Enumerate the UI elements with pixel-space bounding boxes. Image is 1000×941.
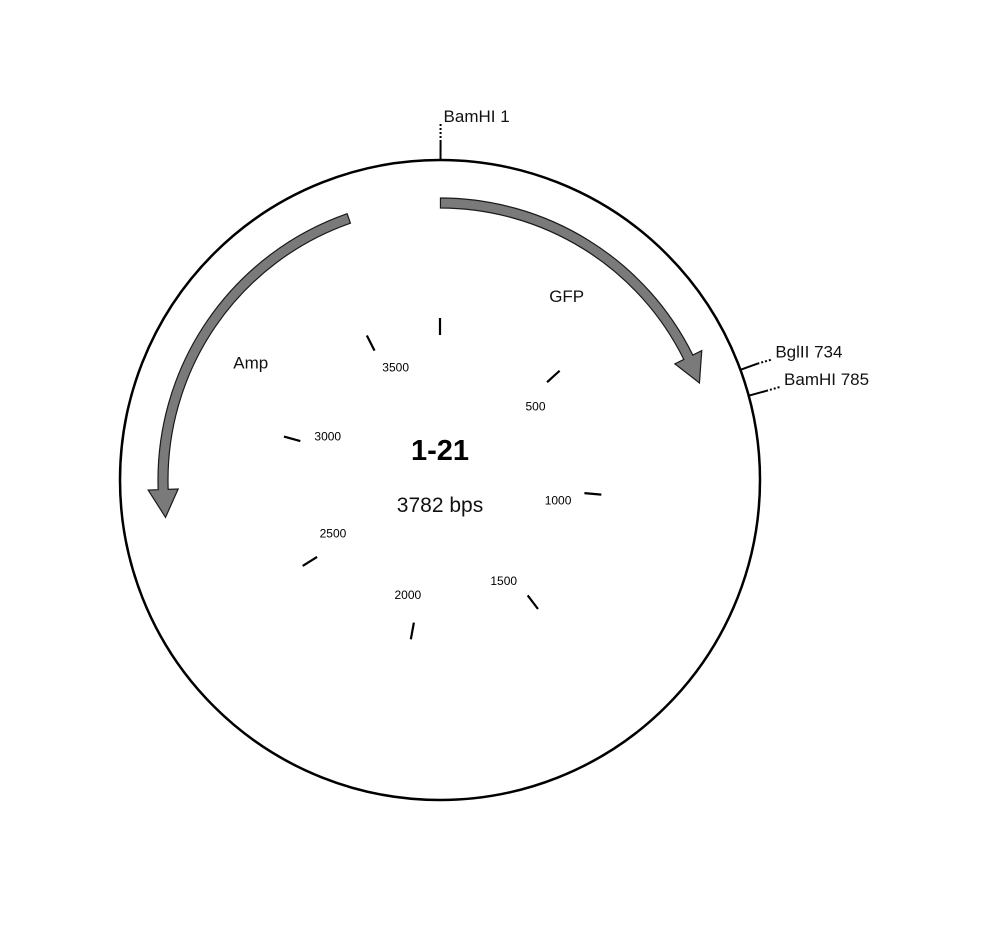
site-label-bglii-734: BglII 734 bbox=[775, 343, 842, 362]
site-bamhi-1: BamHI 1 bbox=[439, 107, 510, 161]
feature-arrow-gfp bbox=[439, 197, 703, 385]
tick-3500: 3500 bbox=[365, 334, 409, 375]
plasmid-name: 1-21 bbox=[411, 435, 469, 467]
tick-mark-500 bbox=[546, 369, 561, 384]
site-leader-bamhi-785 bbox=[765, 385, 781, 392]
tick-label-500: 500 bbox=[526, 400, 546, 414]
features-layer: GFP Amp bbox=[147, 197, 703, 519]
site-bamhi-785: BamHI 785 bbox=[748, 370, 869, 397]
plasmid-size: 3782 bps bbox=[397, 494, 483, 517]
tick-2500: 2500 bbox=[302, 526, 347, 567]
feature-label-gfp: GFP bbox=[549, 287, 584, 306]
ticks-layer: 500 1000 1500 2000 2500 3000 3500 bbox=[283, 318, 602, 640]
tick-mark-2500 bbox=[302, 555, 318, 567]
tick-1000: 1000 bbox=[545, 492, 602, 508]
tick-500: 500 bbox=[526, 369, 561, 414]
feature-gfp: GFP bbox=[439, 197, 703, 385]
tick-label-1500: 1500 bbox=[490, 574, 517, 588]
feature-amp: Amp bbox=[147, 212, 352, 519]
site-bglii-734: BglII 734 bbox=[740, 343, 842, 371]
tick-label-2500: 2500 bbox=[320, 526, 347, 540]
site-tick-bglii-734 bbox=[740, 362, 758, 371]
tick-mark-3000 bbox=[283, 435, 301, 443]
site-label-bamhi-785: BamHI 785 bbox=[784, 370, 869, 389]
backbone-circle bbox=[118, 158, 762, 802]
tick-mark-3500 bbox=[365, 334, 376, 352]
site-label-bamhi-1: BamHI 1 bbox=[444, 107, 510, 126]
site-tick-bamhi-785 bbox=[748, 389, 767, 397]
tick-mark-2000 bbox=[409, 622, 415, 640]
feature-label-amp: Amp bbox=[233, 353, 268, 372]
tick-mark-1500 bbox=[526, 594, 539, 610]
site-leader-bglii-734 bbox=[757, 358, 772, 365]
tick-label-3500: 3500 bbox=[382, 361, 409, 375]
feature-arrow-amp bbox=[147, 212, 352, 519]
tick-label-3000: 3000 bbox=[314, 430, 341, 444]
tick-1500: 1500 bbox=[490, 574, 539, 610]
tick-2000: 2000 bbox=[395, 588, 422, 640]
tick-mark-1000 bbox=[584, 492, 602, 496]
tick-label-1000: 1000 bbox=[545, 494, 572, 508]
tick-3000: 3000 bbox=[283, 430, 341, 444]
tick-label-2000: 2000 bbox=[395, 588, 422, 602]
